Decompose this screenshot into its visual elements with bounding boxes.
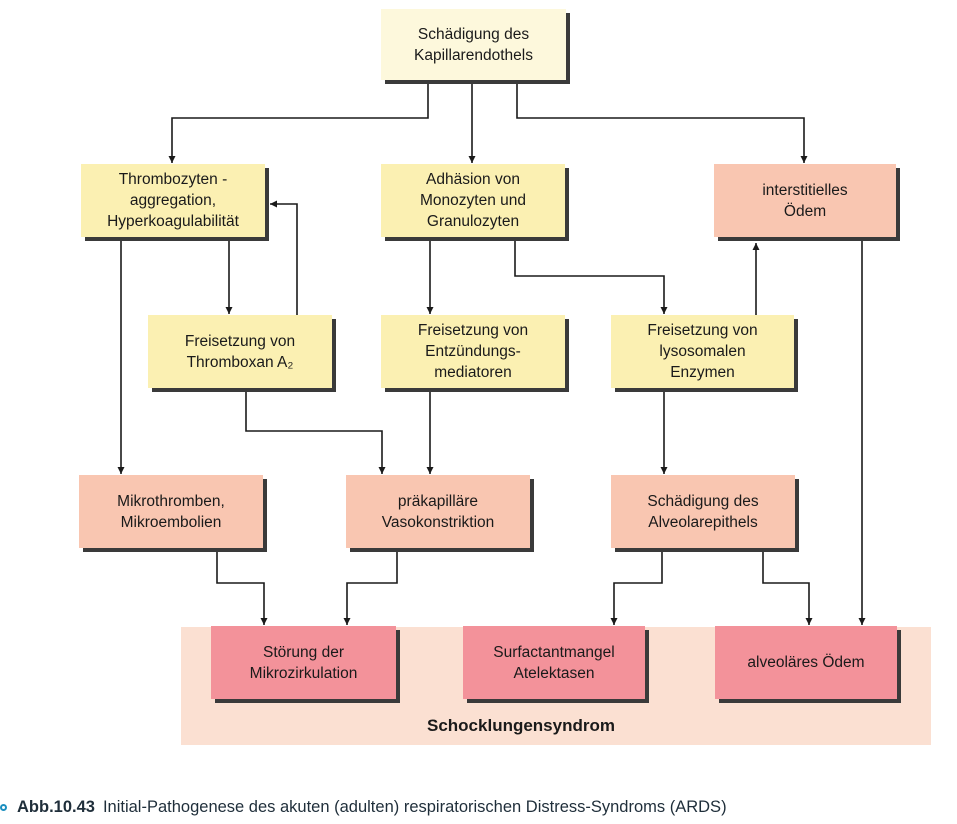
node-label-line: Granulozyten (426, 213, 520, 230)
node-label-line: Alveolarepithels (648, 513, 758, 531)
arrow-alveolarepithel-to-alveolaer (762, 552, 813, 625)
node-label: Thrombozyten - aggregation, Hyperkoagulabi… (107, 169, 239, 232)
node-label-line: präkapilläre (397, 492, 479, 510)
caption-text: Initial-Pathogenese des akuten (adulten)… (102, 797, 727, 816)
node-alveolaeres-oedem: alveoläres Ödem (715, 626, 897, 699)
node-label-line: Mikrozirkulation (249, 664, 358, 682)
arrow-endothel-to-interstitiell (516, 84, 808, 163)
node-label-line: Mikroembolien (120, 513, 222, 531)
node-label-line: Vasokonstriktion (381, 513, 495, 531)
figure-number: Abb.10.43 (17, 797, 95, 816)
node-label-line: Mikrothromben, (117, 492, 225, 510)
arrow-thromboxan-to-vasokonstriktion (245, 392, 386, 474)
node-label-line: Enzymen (670, 364, 735, 381)
node-label-line: Freisetzung von (647, 322, 758, 339)
node-label-line: Freisetzung von (417, 322, 529, 339)
node-label-line: lysosomalen (659, 343, 746, 360)
node-label-line: Hyperkoagulabilität (107, 213, 239, 230)
caption-bullet-icon (0, 803, 7, 811)
arrow-adhaesion-to-lysosomal (514, 241, 668, 314)
arrow-vasokonstriktion-to-mikrozirkulation (343, 552, 398, 625)
node-label-line: alveoläres Ödem (747, 654, 865, 671)
node-label-line: aggregation, (129, 192, 217, 209)
arrow-mikrothromben-to-mikrozirkulation (216, 552, 268, 625)
node-label-line: mediatoren (434, 364, 512, 381)
node-label-line: Schädigung des (647, 492, 759, 510)
node-label-line: interstitielles (762, 181, 848, 199)
node-label-line: Monozyten und (420, 192, 526, 209)
node-label-line: Atelektasen (513, 664, 595, 682)
node-thrombozytenaggregation: Thrombozyten - aggregation, Hyperkoagulabi… (81, 164, 265, 237)
node-label-line: Adhäsion von (426, 171, 520, 188)
node-label: alveoläres Ödem (747, 652, 864, 673)
node-label-line: Thromboxan A₂ (186, 353, 294, 371)
node-label-line: Entzündungs- (425, 343, 521, 360)
schocklungensyndrom-label: Schocklungensyndrom (427, 716, 615, 735)
node-label-line: Störung der (262, 643, 344, 661)
arrow-thromboxan-to-thrombo (270, 200, 298, 315)
node-label-line: Schädigung des (417, 25, 530, 43)
node-label-line: Kapillarendothels (414, 46, 533, 64)
arrow-endothel-to-thrombo (168, 84, 429, 163)
node-label-line: Freisetzung von (184, 332, 296, 350)
node-label-line: Ödem (783, 202, 827, 220)
node-label-line: Surfactantmangel (493, 643, 615, 661)
node-label: Mikrothromben, Mikroembolien (117, 491, 225, 533)
arrow-alveolarepithel-to-surfactant (610, 552, 663, 625)
figure-caption: Abb.10.43 Initial-Pathogenese des akuten… (0, 795, 727, 819)
node-label-line: Thrombozyten - (118, 171, 228, 188)
node-mikrothromben: Mikrothromben, Mikroembolien (79, 475, 263, 548)
